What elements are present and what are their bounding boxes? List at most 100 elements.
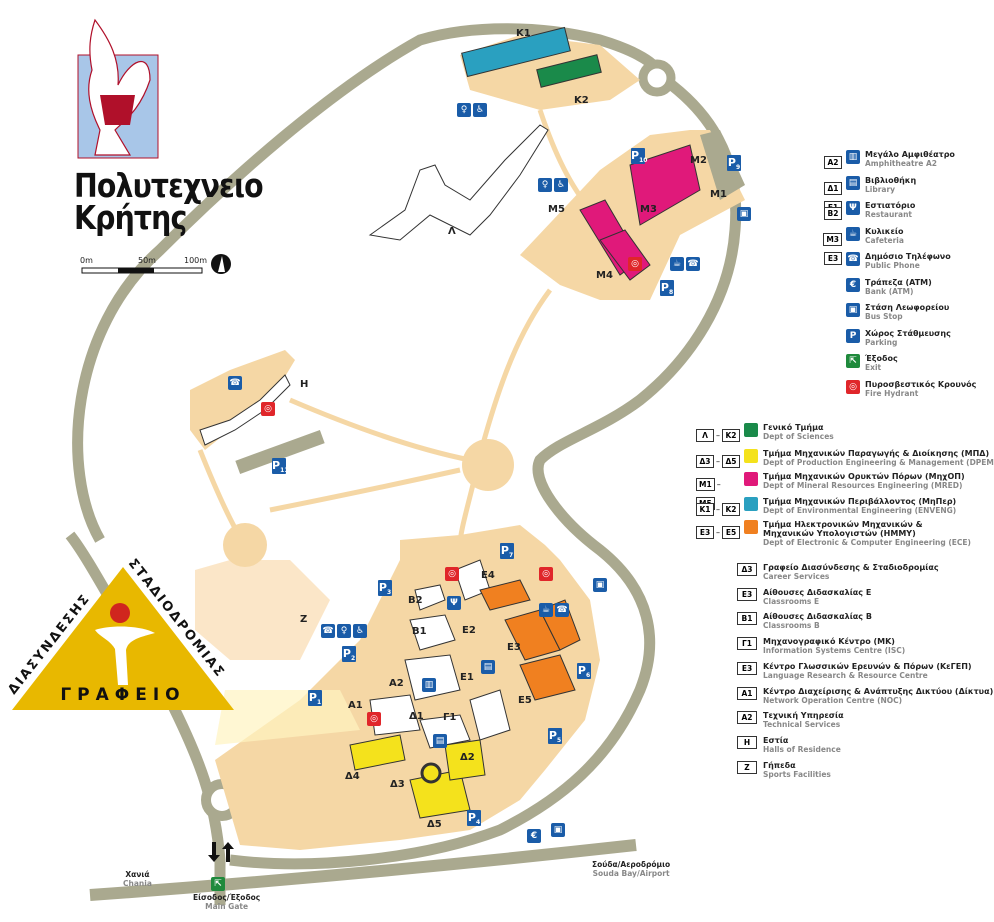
label-z: Z [300,614,307,625]
parking-3-icon[interactable]: P3 [378,580,392,597]
legend-label-en: Dept of Mineral Resources Engineering (M… [763,481,963,490]
legend-codes: A2 [806,150,842,169]
legend-codes: E3–E5 [696,520,740,539]
legend-label-en: Halls of Residence [763,744,841,754]
legend-color-swatch [744,520,758,534]
hydrant-icon: ◎ [628,257,642,271]
hydrant-icon: ◎ [539,567,553,581]
cafeteria-icon: ☕ [846,226,860,241]
legend-code: H [737,735,757,749]
legend-label-en: Language Research & Resource Centre [763,670,928,680]
legend-code: E3 [737,587,757,601]
career-office-marker[interactable] [420,762,442,784]
building-h [199,374,291,446]
legend-label: Κέντρο Γλωσσικών Ερευνών & Πόρων (ΚεΓΕΠ) [763,661,972,671]
bus-icon: ▣ [593,578,607,592]
label-m2: M2 [690,155,707,166]
parking-1-icon[interactable]: P1 [308,690,322,707]
toilet-icon: ♀ [337,624,351,638]
label-e5: E5 [518,695,532,706]
legend-label: Εστία [763,735,789,745]
legend-code: K2 [722,503,740,516]
label-a2: A2 [389,678,404,689]
legend-label-en: Bus Stop [865,312,903,321]
building-k1 [461,26,571,78]
legend-facility-row: €Τράπεζα (ATM)Bank (ATM) [806,277,932,296]
legend-label-en: Exit [865,363,882,372]
roundabout-top [638,59,676,97]
bus-icon: ▣ [846,303,860,317]
hydrant-icon: ◎ [445,567,459,581]
library-icon: ▤ [846,175,860,190]
library-icon: ▤ [433,734,447,748]
legend-color-swatch [744,472,758,486]
legend-label: Βιβλιοθήκη [865,175,917,185]
main-road [89,839,637,901]
legend-code: E3 [824,251,842,265]
legend-label-en: Dept of Electronic & Computer Engineerin… [763,538,971,547]
parking-icon: P [846,328,860,343]
banner-bottom-text: ΓΡΑΦΕΙΟ [60,685,185,705]
label-g1: Γ1 [443,712,456,723]
legend-code: Z [737,760,757,774]
phone-icon: ☎ [686,257,700,271]
label-e1: E1 [460,672,474,683]
parking-6-icon[interactable]: P6 [577,663,591,680]
scale-100: 100m [184,256,208,265]
legend-label-en: Restaurant [865,210,912,219]
legend-label-en: Classrooms E [763,596,820,606]
scale-0: 0m [80,256,93,265]
cafeteria-icon: ☕ [539,603,553,617]
main-buildings [369,559,511,749]
legend-code: M1 [696,478,715,491]
legend-label: Πυροσβεστικός Κρουνός [865,379,977,389]
legend-code: Λ [696,429,714,442]
career-office-banner[interactable]: ΓΡΑΦΕΙΟ ΔΙΑΣΥΝΔΕΣΗΣ ΣΤΑΔΙΟΔΡΟΜΙΑΣ [0,545,246,715]
parking-11-icon[interactable]: P11 [272,458,289,475]
parking-4-icon[interactable]: P4 [467,810,481,827]
legend-label-en: Dept of Production Engineering & Managem… [763,458,994,467]
label-e3: E3 [507,642,521,653]
parking-10-icon[interactable]: P10 [631,148,648,165]
legend-label-en: Dept of Sciences [763,432,834,441]
legend-label: Τμήμα Μηχανικών Ορυκτών Πόρων (ΜηχΟΠ) [763,472,965,481]
legend-label-en: Career Services [763,572,830,581]
legend-label-en: Technical Services [763,720,841,730]
legend-label: Μηχανογραφικό Κέντρο (ΜΚ) [763,637,895,647]
label-k2: K2 [574,95,589,106]
legend-label: Αίθουσες Διδασκαλίας Β [763,612,872,622]
atm-icon: € [846,277,860,292]
legend-code: K2 [722,429,740,442]
parking-8-icon[interactable]: P8 [660,280,674,297]
sports-area [195,560,330,660]
legend-codes: K1–K2 [696,497,740,516]
label-d4: Δ4 [345,771,360,782]
legend-codes: B2 [806,201,842,220]
parking-2-icon[interactable]: P2 [342,646,356,663]
label-m5: M5 [548,204,565,215]
parking-5-icon[interactable]: P5 [548,728,562,745]
building-k2 [536,54,602,88]
label-h: H [300,379,308,390]
legend-codes: M3E3 [806,227,842,265]
parking-7-icon[interactable]: P7 [500,543,514,560]
cafeteria-icon: ☕ [670,257,684,271]
restaurant-icon: Ψ [447,596,461,610]
label-k1: K1 [516,28,531,39]
legend-label-en: Dept of Environmental Engineering (ENVEN… [763,506,957,515]
label-m4: M4 [596,270,613,281]
legend-label-en: Public Phone [865,261,920,270]
parking-9-icon[interactable]: P9 [727,155,741,172]
legend-code: E3 [696,526,714,539]
